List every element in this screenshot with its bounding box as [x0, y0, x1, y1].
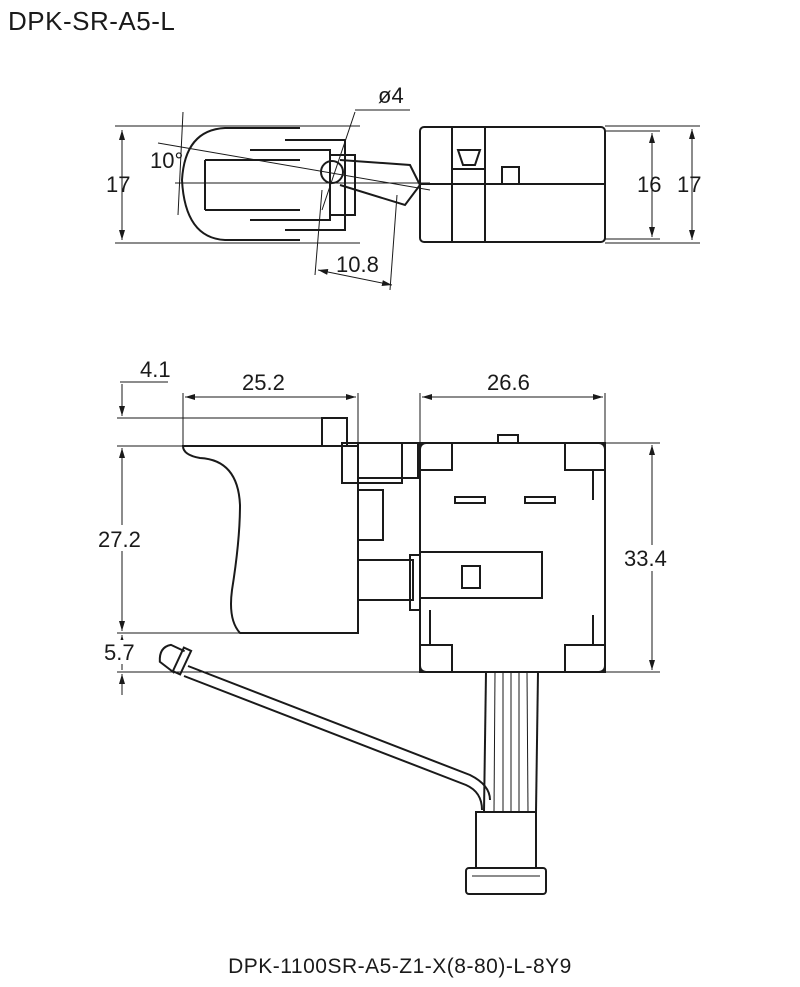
connector-plug	[465, 867, 547, 895]
top-view: 17 10° ø4 10.8 16 17	[106, 83, 701, 291]
switch-body-side	[419, 442, 606, 673]
dim-body-outer: 17	[677, 172, 701, 197]
dim-trigger-width: 25.2	[242, 370, 285, 395]
trigger-outline	[180, 127, 300, 241]
angle-line	[157, 142, 431, 191]
drawing-title: DPK-SR-A5-L	[8, 6, 176, 36]
dim-trigger-height: 27.2	[98, 527, 141, 552]
dim-pivot: 10.8	[336, 252, 379, 277]
trigger-front	[204, 159, 300, 211]
part-number: DPK-1100SR-A5-Z1-X(8-80)-L-8Y9	[228, 955, 572, 978]
wire-bundle	[483, 671, 539, 813]
dim-diameter: ø4	[378, 83, 404, 108]
led	[158, 643, 193, 676]
dim-body-height: 33.4	[624, 546, 667, 571]
dim-bottom: 5.7	[104, 640, 135, 665]
led-wire	[187, 665, 491, 801]
dim-offset: 4.1	[140, 357, 171, 382]
dim-body-width: 26.6	[487, 370, 530, 395]
dim-height-left: 17	[106, 172, 130, 197]
trigger-body	[181, 445, 359, 634]
cable-sleeve	[475, 811, 537, 869]
side-view: 4.1 25.2 26.6 27.2 5.7	[98, 357, 680, 895]
dim-body-inner: 16	[637, 172, 661, 197]
dim-angle: 10°	[150, 148, 183, 173]
pivot-hole	[320, 160, 344, 184]
